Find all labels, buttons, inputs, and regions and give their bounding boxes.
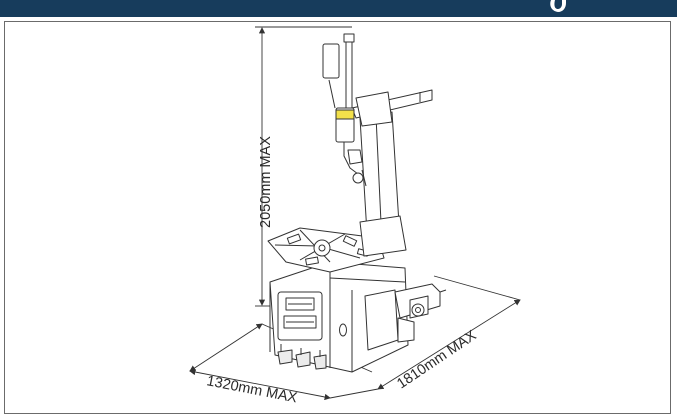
width-dimension-label: 1320mm MAX bbox=[205, 373, 299, 406]
header-banner bbox=[0, 0, 677, 17]
bead-breaker-arm bbox=[394, 283, 447, 343]
vertical-shaft bbox=[322, 33, 367, 187]
height-dimension-label: 2050mm MAX bbox=[258, 136, 274, 228]
tyre-changer-machine bbox=[267, 33, 447, 373]
depth-dimension-line bbox=[329, 275, 521, 399]
height-dimension-line bbox=[255, 26, 352, 307]
yellow-control-block bbox=[335, 109, 355, 120]
column bbox=[359, 111, 407, 257]
banner-letter-fragment bbox=[550, 0, 566, 12]
turntable bbox=[267, 227, 385, 273]
horizontal-arm bbox=[351, 89, 433, 127]
machine-base bbox=[269, 261, 409, 373]
